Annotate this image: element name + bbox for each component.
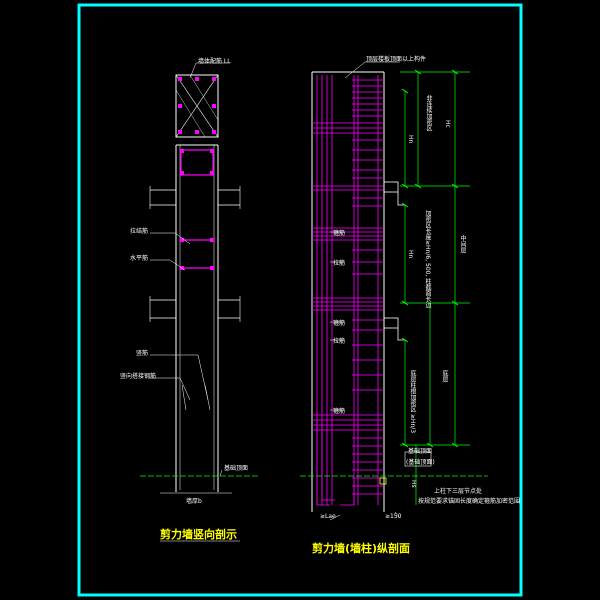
right-tie-label-2: 拉筋 [333, 338, 346, 345]
left-top-note: 墙体配筋 LL [198, 58, 231, 65]
left-column-head-diag-2 [175, 74, 219, 138]
right-slab-stubs [383, 181, 405, 341]
left-column-head-diag-3 [175, 89, 206, 138]
left-tie-bar-label: 拉结筋 [130, 228, 149, 235]
right-foundation-box [404, 451, 432, 467]
right-foundation-label: 基础顶面 [408, 448, 433, 455]
left-lap-lines [181, 384, 211, 411]
right-leaders [329, 61, 401, 521]
right-wall-section [300, 61, 488, 521]
left-foundation-label: 基础顶面 [224, 465, 249, 472]
left-lap-bar-label: 竖向搭接钢筋 [120, 373, 157, 380]
left-wall-width-label: 墙厚b [186, 498, 202, 505]
right-tie-label: 拉筋 [333, 260, 346, 267]
right-caption: 剪力墙(墙柱)纵剖面 [312, 542, 411, 555]
right-hoop-label-3: 箍筋 [333, 408, 346, 415]
right-dimension-lines [400, 71, 470, 505]
left-stirrups [180, 149, 214, 269]
right-hn-top: Hn [407, 135, 414, 144]
right-vertical-bars [316, 75, 379, 505]
right-anchor-note-2: 按规范要求锚固长度确定箍筋加密范围 [418, 498, 521, 505]
right-hoops-bottom [312, 344, 384, 495]
right-hoops-top [312, 79, 384, 191]
right-zone-bottom-label: 底层 [441, 370, 448, 382]
right-hoop-label: 箍筋 [333, 230, 346, 237]
left-head-rebars [178, 77, 216, 134]
right-zone-top-label: 非连续加密区 [425, 95, 432, 131]
right-hoops-mid [312, 197, 384, 331]
left-column-head-diag-4 [189, 74, 219, 121]
left-column-head [175, 74, 219, 138]
left-floor-slabs [150, 189, 240, 319]
right-dimension-ticks [401, 69, 459, 448]
right-bottom-note: 底层柱根加密区 ≥Hn/3 [409, 370, 416, 434]
right-hoop-label-2: 箍筋 [333, 320, 346, 327]
right-bottom-anchorage [316, 420, 355, 506]
left-stirrup-dots [180, 149, 214, 270]
right-hs-label: Hs [410, 480, 417, 488]
right-mid-note: 加密区长度≥Hn/6, 500, 柱截面长边 [424, 210, 431, 309]
drawing-border [77, 3, 523, 597]
left-wall-section [140, 62, 258, 542]
left-caption: 剪力墙竖向剖示 [160, 528, 237, 541]
left-horizontal-bar-label: 水平筋 [130, 255, 149, 262]
right-hc-label: Hc [444, 120, 451, 128]
right-anchor-note-1: 上柱下三层节点处 [434, 488, 483, 495]
right-top-note: 顶层楼板顶面以上构件 [366, 56, 427, 63]
right-bottom-dim-2: ≥150 [385, 513, 402, 520]
left-slab-breaks [149, 186, 241, 322]
right-zone-mid-label: 中间层 [459, 235, 466, 253]
right-bottom-dim-1: ≥Lae [320, 513, 336, 520]
right-anchor-marker [379, 477, 387, 485]
right-foundation-box-label: (基础顶面) [406, 459, 435, 466]
left-leaders [148, 62, 230, 477]
right-hn-mid: Hn [407, 250, 414, 259]
left-vertical-bar-label: 竖筋 [136, 350, 149, 357]
